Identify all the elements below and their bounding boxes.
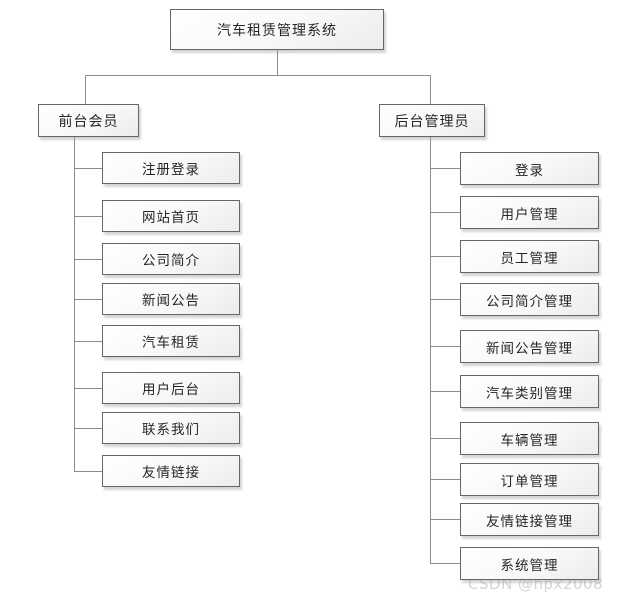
leaf-node-friendly-links: 友情链接: [102, 455, 240, 487]
leaf-node-company-profile-management: 公司简介管理: [460, 283, 599, 316]
leaf-node-register-login: 注册登录: [102, 152, 240, 184]
connector-stub-car-rental: [74, 341, 102, 342]
connector-stub-news-management: [430, 346, 460, 347]
connector-stub-user-backend: [74, 388, 102, 389]
leaf-node-employee-management: 员工管理: [460, 240, 599, 273]
leaf-node-site-home: 网站首页: [102, 200, 240, 232]
leaf-node-user-management: 用户管理: [460, 196, 599, 229]
leaf-node-login: 登录: [460, 152, 599, 185]
branch-node-admin: 后台管理员: [379, 104, 485, 137]
connector-stub-category-management: [430, 391, 460, 392]
connector-stub-order-management: [430, 479, 460, 480]
connector-root-drop: [277, 50, 278, 75]
leaf-node-news-management: 新闻公告管理: [460, 330, 599, 363]
leaf-node-car-category-management: 汽车类别管理: [460, 375, 599, 408]
leaf-node-company-profile: 公司简介: [102, 243, 240, 275]
connector-stub-vehicle-management: [430, 438, 460, 439]
leaf-node-order-management: 订单管理: [460, 463, 599, 496]
branch-node-front-member: 前台会员: [38, 104, 139, 137]
leaf-node-vehicle-management: 车辆管理: [460, 422, 599, 455]
leaf-node-car-rental: 汽车租赁: [102, 325, 240, 357]
connector-admin-drop: [430, 75, 431, 104]
connector-admin-trunk: [430, 137, 431, 563]
leaf-node-friendly-link-management: 友情链接管理: [460, 503, 599, 536]
connector-stub-system-management: [430, 563, 460, 564]
leaf-node-system-management: 系统管理: [460, 547, 599, 580]
connector-stub-site-home: [74, 216, 102, 217]
leaf-node-news: 新闻公告: [102, 283, 240, 315]
connector-stub-profile-management: [430, 299, 460, 300]
connector-front-drop: [85, 75, 86, 104]
connector-stub-news: [74, 299, 102, 300]
connector-branch-horizontal: [85, 75, 431, 76]
connector-stub-login: [430, 168, 460, 169]
leaf-node-contact-us: 联系我们: [102, 412, 240, 444]
connector-stub-user-management: [430, 212, 460, 213]
connector-stub-contact-us: [74, 428, 102, 429]
connector-stub-company-profile: [74, 259, 102, 260]
connector-stub-friendly-links: [74, 471, 102, 472]
root-node-system: 汽车租赁管理系统: [170, 9, 384, 50]
leaf-node-user-backend: 用户后台: [102, 372, 240, 404]
connector-stub-link-management: [430, 519, 460, 520]
connector-stub-register-login: [74, 168, 102, 169]
connector-front-trunk: [74, 137, 75, 471]
connector-stub-employee-management: [430, 256, 460, 257]
